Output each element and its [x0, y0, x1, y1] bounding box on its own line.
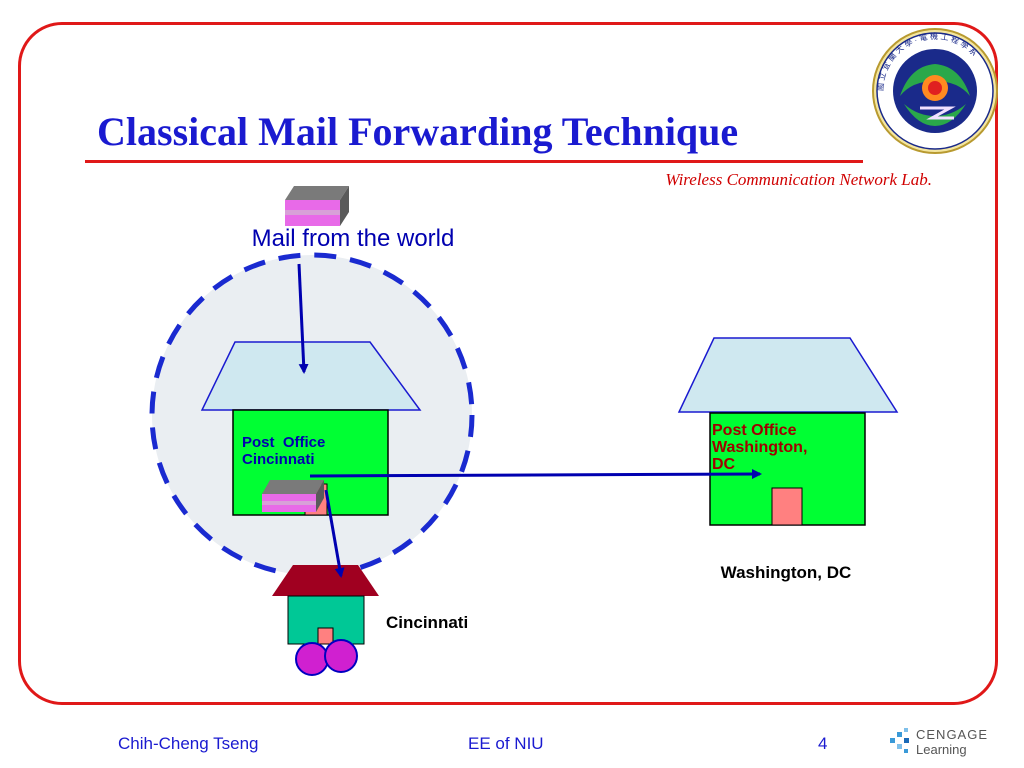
post-office-washington: Post Office Washington, DC — [679, 338, 897, 525]
mail-package-icon — [285, 186, 349, 226]
cincinnati-office-name: Post Office — [242, 434, 325, 451]
home-cincinnati — [272, 565, 379, 675]
cincinnati-label: Cincinnati — [386, 613, 468, 632]
page-number: 4 — [818, 734, 827, 754]
resident-icon — [296, 643, 328, 675]
mail-source-label: Mail from the world — [252, 225, 455, 252]
footer-course: EE of NIU — [468, 734, 544, 754]
washington-office-name: Post Office — [712, 422, 797, 439]
cengage-mark-icon — [890, 728, 909, 753]
publisher-subname: Learning — [916, 742, 967, 757]
publisher-name: CENGAGE — [916, 727, 988, 742]
resident-icon — [325, 640, 357, 672]
publisher-logo: CENGAGE Learning — [888, 724, 1014, 758]
forwarded-mail-icon — [262, 480, 324, 512]
arrow-forward-to-washington — [310, 474, 760, 476]
washington-office-city: Washington, — [712, 439, 807, 456]
washington-label: Washington, DC — [721, 563, 852, 582]
washington-office-state: DC — [712, 456, 736, 473]
footer-author: Chih-Cheng Tseng — [118, 734, 259, 754]
cincinnati-office-city: Cincinnati — [242, 451, 315, 468]
